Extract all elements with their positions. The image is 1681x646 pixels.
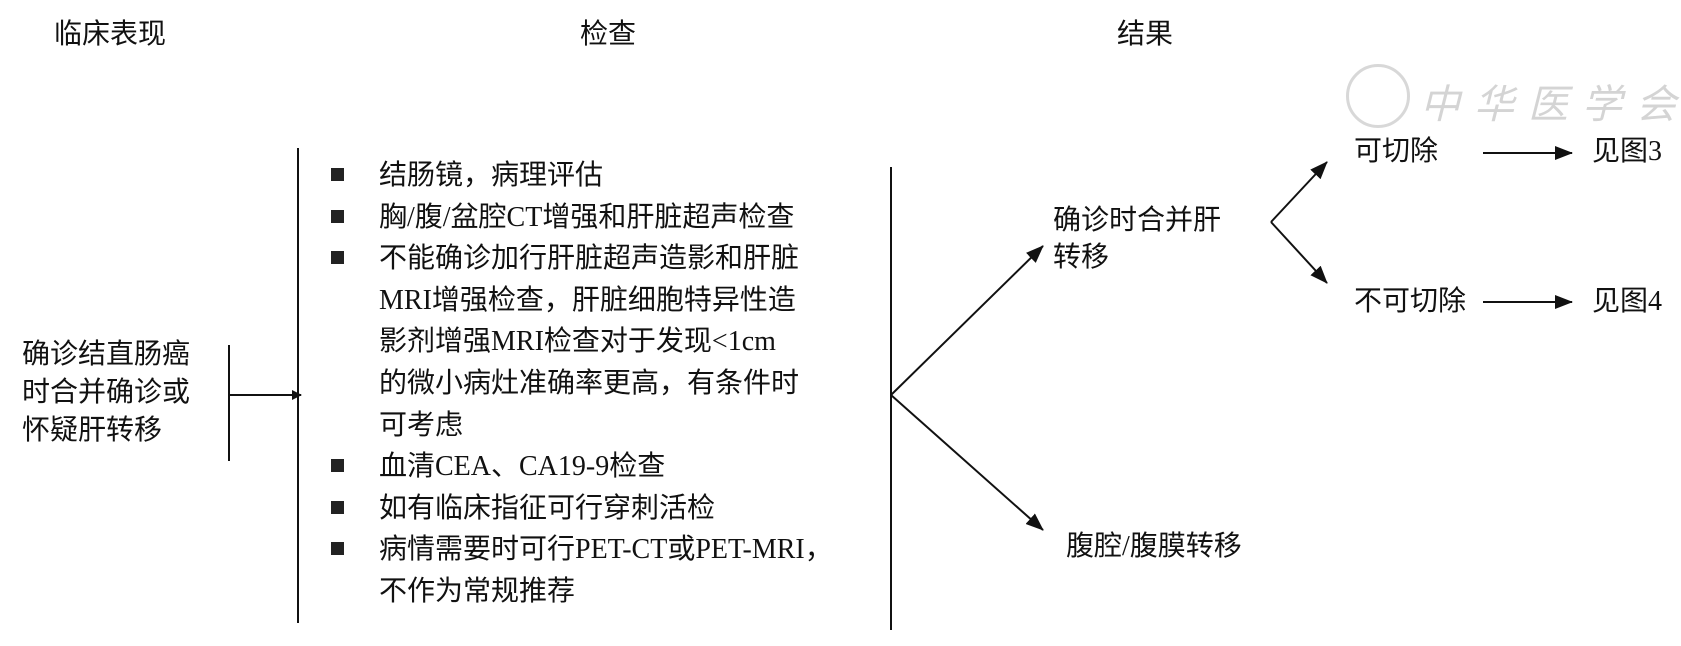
header-result: 结果 <box>1117 19 1174 50</box>
left-box-line: 怀疑肝转移 <box>22 415 163 446</box>
bullet-icon <box>331 209 344 223</box>
bullet-icon <box>331 459 344 473</box>
exam-item-text: 不能确诊加行肝脏超声造影和肝脏 <box>379 243 800 275</box>
exam-item-text: 可考虑 <box>379 409 464 441</box>
bullet-icon <box>331 251 344 265</box>
header-exam: 检查 <box>580 19 637 50</box>
see-figure-4: 见图4 <box>1592 286 1663 317</box>
exam-item-text: 的微小病灶准确率更高，有条件时 <box>379 368 800 399</box>
left-box-line: 时合并确诊或 <box>22 377 191 408</box>
exam-item-text: 不作为常规推荐 <box>379 576 576 607</box>
society-seal-logo <box>1346 64 1410 128</box>
result-liver-metastasis: 确诊时合并肝 <box>1053 205 1222 236</box>
bullet-icon <box>331 542 344 556</box>
arrow-to-resectable <box>1270 161 1328 223</box>
watermark: 中华医学会 <box>1420 82 1681 127</box>
bullet-icon <box>331 168 344 181</box>
exam-item-text: 血清CEA、CA19-9检查 <box>379 451 666 483</box>
result-liver-metastasis: 转移 <box>1053 242 1110 273</box>
arrow-to-liver <box>890 245 1044 396</box>
exam-item-text: 如有临床指征可行穿刺活检 <box>379 492 716 524</box>
header-clinical: 临床表现 <box>54 19 167 50</box>
exam-item-text: 病情需要时可行PET-CT或PET-MRI， <box>379 534 833 566</box>
bullet-icon <box>331 500 344 514</box>
left-box-line: 确诊结直肠癌 <box>22 339 191 370</box>
exam-item-text: 结肠镜，病理评估 <box>379 160 604 191</box>
exam-item-text: MRI增强检查，肝脏细胞特异性造 <box>379 284 796 316</box>
result-resectable: 可切除 <box>1354 136 1439 167</box>
result-peritoneal-metastasis: 腹腔/腹膜转移 <box>1066 531 1242 562</box>
exam-item-text: 胸/腹/盆腔CT增强和肝脏超声检查 <box>379 201 795 233</box>
result-unresectable: 不可切除 <box>1354 286 1467 317</box>
arrow-to-unresectable <box>1270 221 1328 284</box>
arrow-to-peritoneal <box>890 394 1044 531</box>
exam-item-text: 影剂增强MRI检查对于发现<1cm <box>379 326 776 358</box>
see-figure-3: 见图3 <box>1592 136 1663 167</box>
